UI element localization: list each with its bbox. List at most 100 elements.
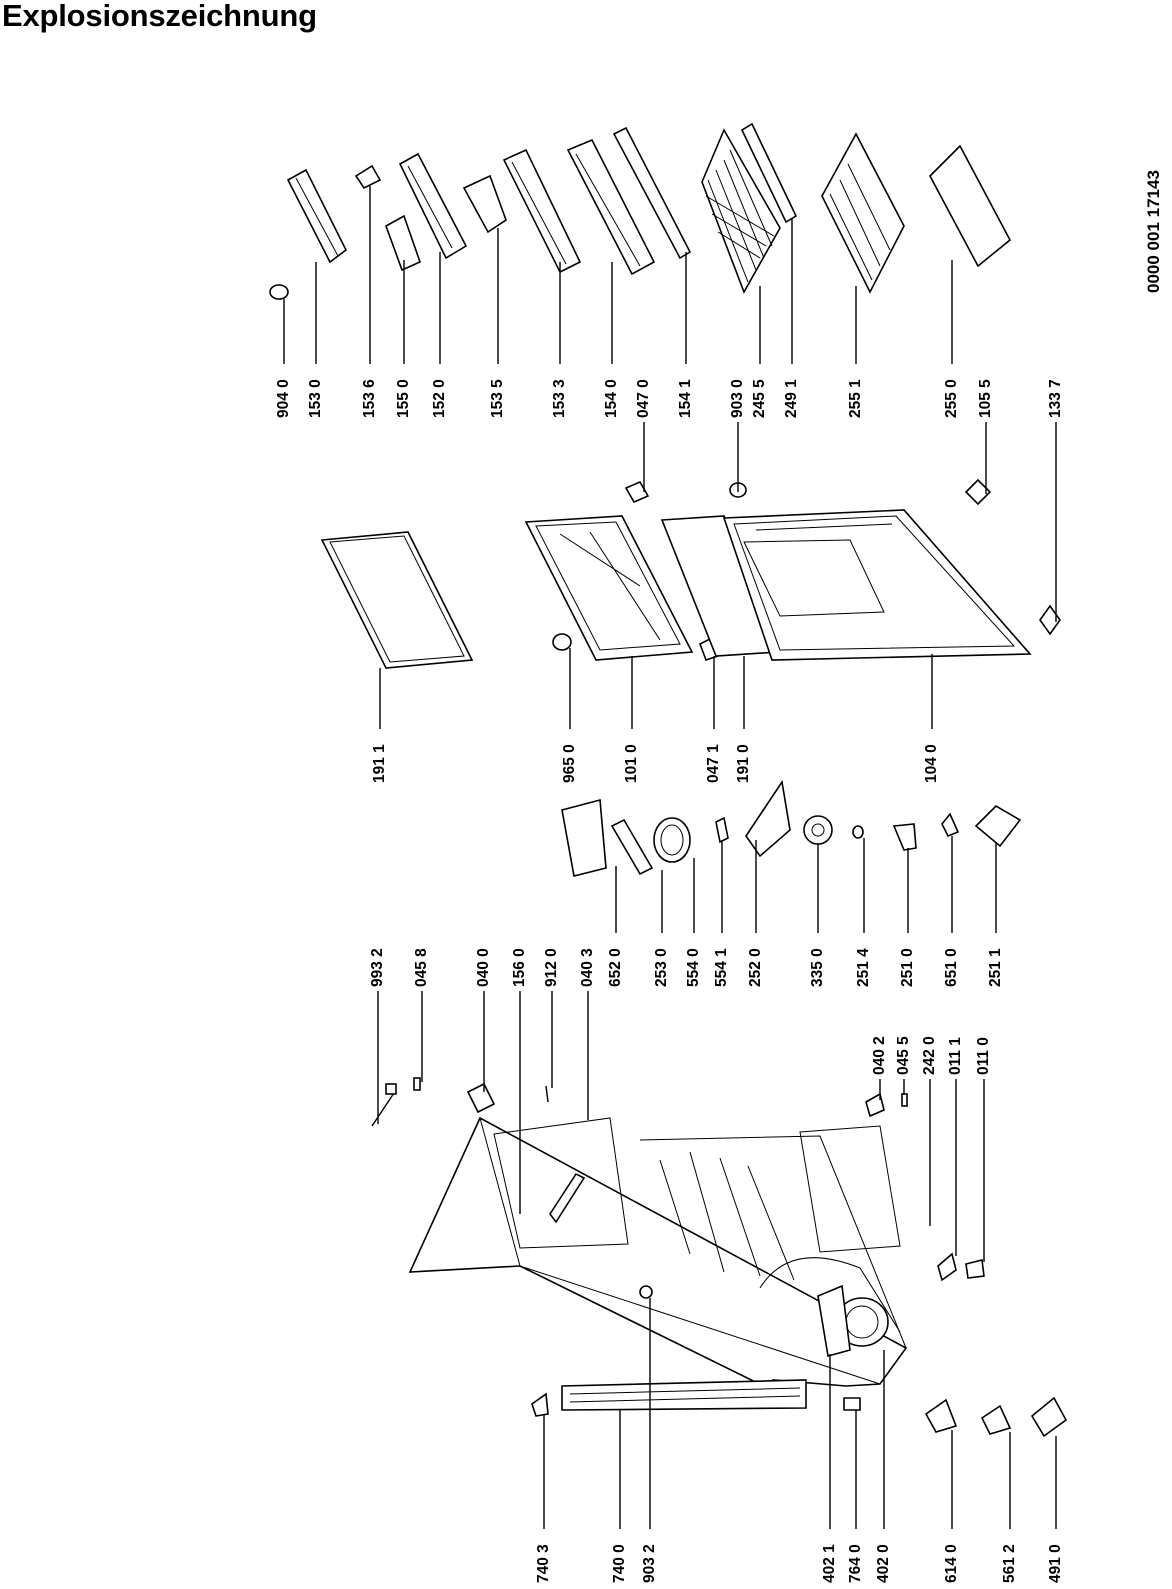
cabinet: [408, 1092, 1068, 1438]
callout-label-554-0: 554 0: [685, 948, 702, 987]
part-253-0: [610, 818, 654, 876]
callout-label-335-0: 335 0: [809, 948, 826, 987]
callout-label-561-2: 561 2: [1001, 1544, 1018, 1583]
part-154-0: [566, 138, 656, 276]
callout-label-045-8: 045 8: [413, 948, 430, 987]
part-155-0: [385, 214, 421, 272]
part-912-0: [545, 1085, 549, 1103]
callout-label-011-0: 011 0: [975, 1037, 992, 1075]
callout-label-912-0: 912 0: [543, 948, 560, 987]
part-335-0: [803, 815, 833, 845]
part-740-3: [531, 1392, 549, 1417]
part-133-7: [1039, 604, 1061, 636]
part-cabinet-body: [408, 1116, 908, 1405]
part-154-1: [612, 126, 692, 260]
part-764-0: [843, 1397, 861, 1411]
callout-label-152-0: 152 0: [431, 379, 448, 418]
callout-label-045-5: 045 5: [895, 1036, 912, 1075]
part-040-0: [466, 1082, 496, 1114]
callout-label-047-0: 047 0: [635, 379, 652, 418]
part-252-0: [745, 779, 791, 858]
callout-label-252-0: 252 0: [747, 948, 764, 987]
part-105-5: [964, 478, 992, 506]
part-965-0: [552, 633, 572, 651]
part-191-1: [320, 531, 474, 669]
callout-label-251-1: 251 1: [987, 948, 1004, 987]
part-011-0: [965, 1259, 985, 1279]
part-249-1: [740, 122, 798, 224]
part-045-8: [413, 1077, 421, 1091]
part-554-1: [715, 816, 729, 844]
part-104-0: [722, 509, 1032, 661]
callout-label-903-2: 903 2: [641, 1544, 658, 1583]
part-011-1: [937, 1252, 957, 1282]
callout-label-153-0: 153 0: [307, 379, 324, 418]
callout-label-255-0: 255 0: [943, 379, 960, 418]
callout-label-255-1: 255 1: [847, 379, 864, 418]
callout-label-651-0: 651 0: [943, 948, 960, 987]
callout-label-993-2: 993 2: [369, 948, 386, 987]
callout-label-154-0: 154 0: [603, 379, 620, 418]
part-903-2: [639, 1285, 653, 1299]
part-153-6: [354, 164, 382, 190]
callout-label-764-0: 764 0: [847, 1544, 864, 1583]
callout-label-153-5: 153 5: [489, 379, 506, 418]
callout-label-105-5: 105 5: [977, 379, 994, 418]
part-561-2: [980, 1404, 1012, 1435]
part-251-0: [892, 823, 917, 851]
callout-label-652-0: 652 0: [607, 948, 624, 987]
callout-label-614-0: 614 0: [943, 1544, 960, 1583]
callout-label-249-1: 249 1: [783, 379, 800, 418]
part-251-4: [852, 825, 864, 839]
part-554-0: [653, 817, 691, 863]
part-153-3: [502, 148, 582, 274]
callout-label-740-3: 740 3: [535, 1544, 552, 1583]
part-251-1: [974, 804, 1022, 848]
part-153-5: [462, 174, 507, 234]
part-993-2: [371, 1089, 397, 1127]
part-255-1: [821, 132, 905, 294]
part-402-1: [817, 1284, 851, 1358]
callout-label-156-0: 156 0: [511, 948, 528, 987]
callout-label-245-5: 245 5: [751, 379, 768, 418]
parts-middle: [371, 779, 1022, 1127]
part-101-0: [524, 515, 694, 661]
callout-label-554-1: 554 1: [713, 948, 730, 987]
callout-label-253-0: 253 0: [653, 948, 670, 987]
part-740-0: [561, 1379, 807, 1411]
callout-label-104-0: 104 0: [923, 744, 940, 783]
callout-label-402-1: 402 1: [821, 1544, 838, 1583]
callout-label-011-1: 011 1: [947, 1037, 964, 1075]
part-651-0: [941, 812, 960, 838]
callout-label-101-0: 101 0: [623, 744, 640, 783]
part-614-0: [924, 1398, 958, 1433]
callout-label-133-7: 133 7: [1047, 379, 1064, 418]
callout-label-251-0: 251 0: [899, 948, 916, 987]
part-904-0: [269, 284, 289, 300]
part-255-0: [929, 144, 1012, 268]
part-245-5: [701, 128, 781, 294]
callout-label-903-0: 903 0: [729, 379, 746, 418]
part-491-0: [1030, 1396, 1068, 1438]
callout-label-154-1: 154 1: [677, 379, 694, 418]
callout-label-153-6: 153 6: [361, 379, 378, 418]
callout-label-155-0: 155 0: [395, 379, 412, 418]
part-152-0: [398, 152, 468, 260]
callout-label-191-0: 191 0: [735, 744, 752, 783]
callout-label-040-0: 040 0: [475, 948, 492, 987]
callout-label-491-0: 491 0: [1047, 1544, 1064, 1583]
doors: [320, 478, 1061, 669]
callout-label-251-4: 251 4: [855, 948, 872, 987]
part-040-2: [865, 1092, 885, 1118]
callout-label-242-0: 242 0: [921, 1036, 938, 1075]
callout-label-191-1: 191 1: [371, 744, 388, 783]
parts-upper-right: [269, 122, 1012, 300]
part-156-0: [549, 1172, 586, 1224]
callout-label-965-0: 965 0: [561, 744, 578, 783]
part-045-5: [901, 1093, 908, 1107]
callout-label-047-1: 047 1: [705, 744, 722, 783]
callout-label-040-2: 040 2: [871, 1036, 888, 1075]
callout-label-904-0: 904 0: [275, 379, 292, 418]
page-title: Explosionszeichnung: [2, 0, 317, 33]
